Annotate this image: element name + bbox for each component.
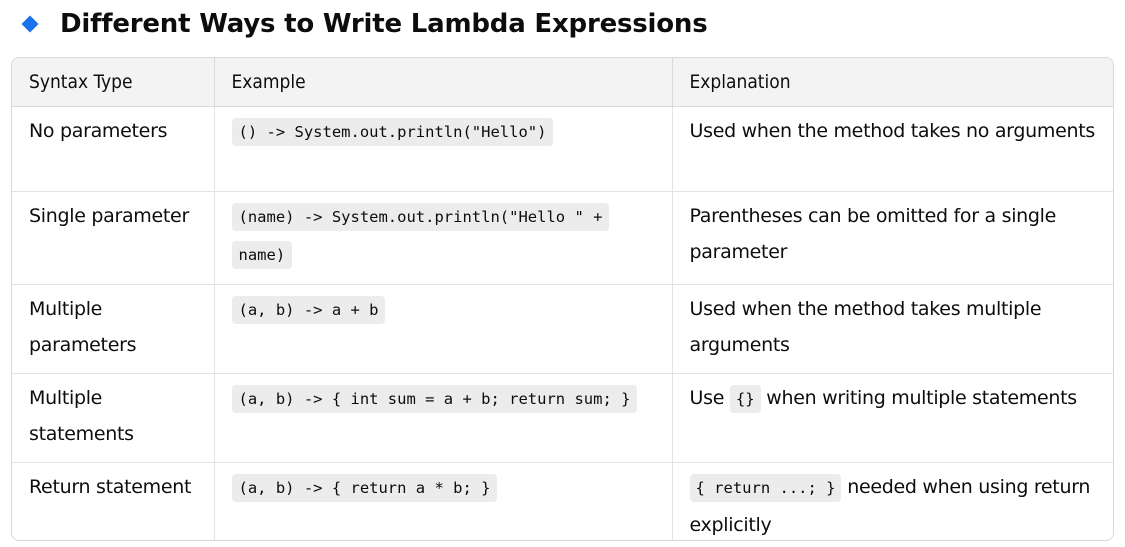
syntax-type-cell: Multiple parameters	[12, 284, 215, 374]
code-example: (a, b) -> a + b	[231, 296, 386, 324]
explanation-cell: Parentheses can be omitted for a single …	[672, 191, 1113, 285]
lambda-syntax-table: Syntax Type Example Explanation No param…	[11, 57, 1114, 541]
page-title: Different Ways to Write Lambda Expressio…	[60, 9, 708, 39]
syntax-type-cell: Return statement	[12, 462, 215, 540]
diamond-bullet-icon	[21, 15, 39, 33]
header-explanation: Explanation	[672, 58, 1113, 107]
explanation-cell: Use {} when writing multiple statements	[672, 373, 1113, 463]
explanation-prefix: Use	[689, 387, 725, 409]
table-row: Single parameter (name) -> System.out.pr…	[12, 191, 1113, 285]
syntax-type-cell: No parameters	[12, 106, 215, 192]
inline-code: { return ...; }	[689, 474, 842, 502]
inline-code: {}	[729, 385, 761, 413]
syntax-type-cell: Single parameter	[12, 191, 215, 285]
header-example: Example	[214, 58, 673, 107]
syntax-table: Syntax Type Example Explanation No param…	[12, 58, 1113, 541]
example-cell: (a, b) -> { return a * b; }	[214, 462, 673, 540]
example-cell: (name) -> System.out.println("Hello " + …	[214, 191, 673, 285]
code-example: () -> System.out.println("Hello")	[231, 118, 554, 146]
explanation-suffix: when writing multiple statements	[766, 387, 1077, 409]
code-example: (a, b) -> { return a * b; }	[231, 474, 498, 502]
example-cell: (a, b) -> a + b	[214, 284, 673, 374]
table-row: Return statement (a, b) -> { return a * …	[12, 462, 1113, 541]
code-example: (name) -> System.out.println("Hello " + …	[231, 203, 610, 269]
section-heading: Different Ways to Write Lambda Expressio…	[21, 4, 708, 44]
explanation-cell: { return ...; } needed when using return…	[672, 463, 1113, 541]
table-header-row: Syntax Type Example Explanation	[12, 58, 1113, 107]
example-cell: () -> System.out.println("Hello")	[214, 106, 673, 192]
table-row: No parameters () -> System.out.println("…	[12, 106, 1113, 192]
table-row: Multiple statements (a, b) -> { int sum …	[12, 373, 1113, 463]
example-cell: (a, b) -> { int sum = a + b; return sum;…	[214, 373, 673, 463]
header-syntax-type: Syntax Type	[12, 58, 215, 107]
explanation-suffix: needed when using return explicitly	[689, 476, 1091, 536]
code-example: (a, b) -> { int sum = a + b; return sum;…	[231, 385, 638, 413]
table-row: Multiple parameters (a, b) -> a + b Used…	[12, 284, 1113, 374]
explanation-cell: Used when the method takes no arguments	[672, 106, 1113, 192]
syntax-type-cell: Multiple statements	[12, 373, 215, 463]
explanation-cell: Used when the method takes multiple argu…	[672, 284, 1113, 374]
